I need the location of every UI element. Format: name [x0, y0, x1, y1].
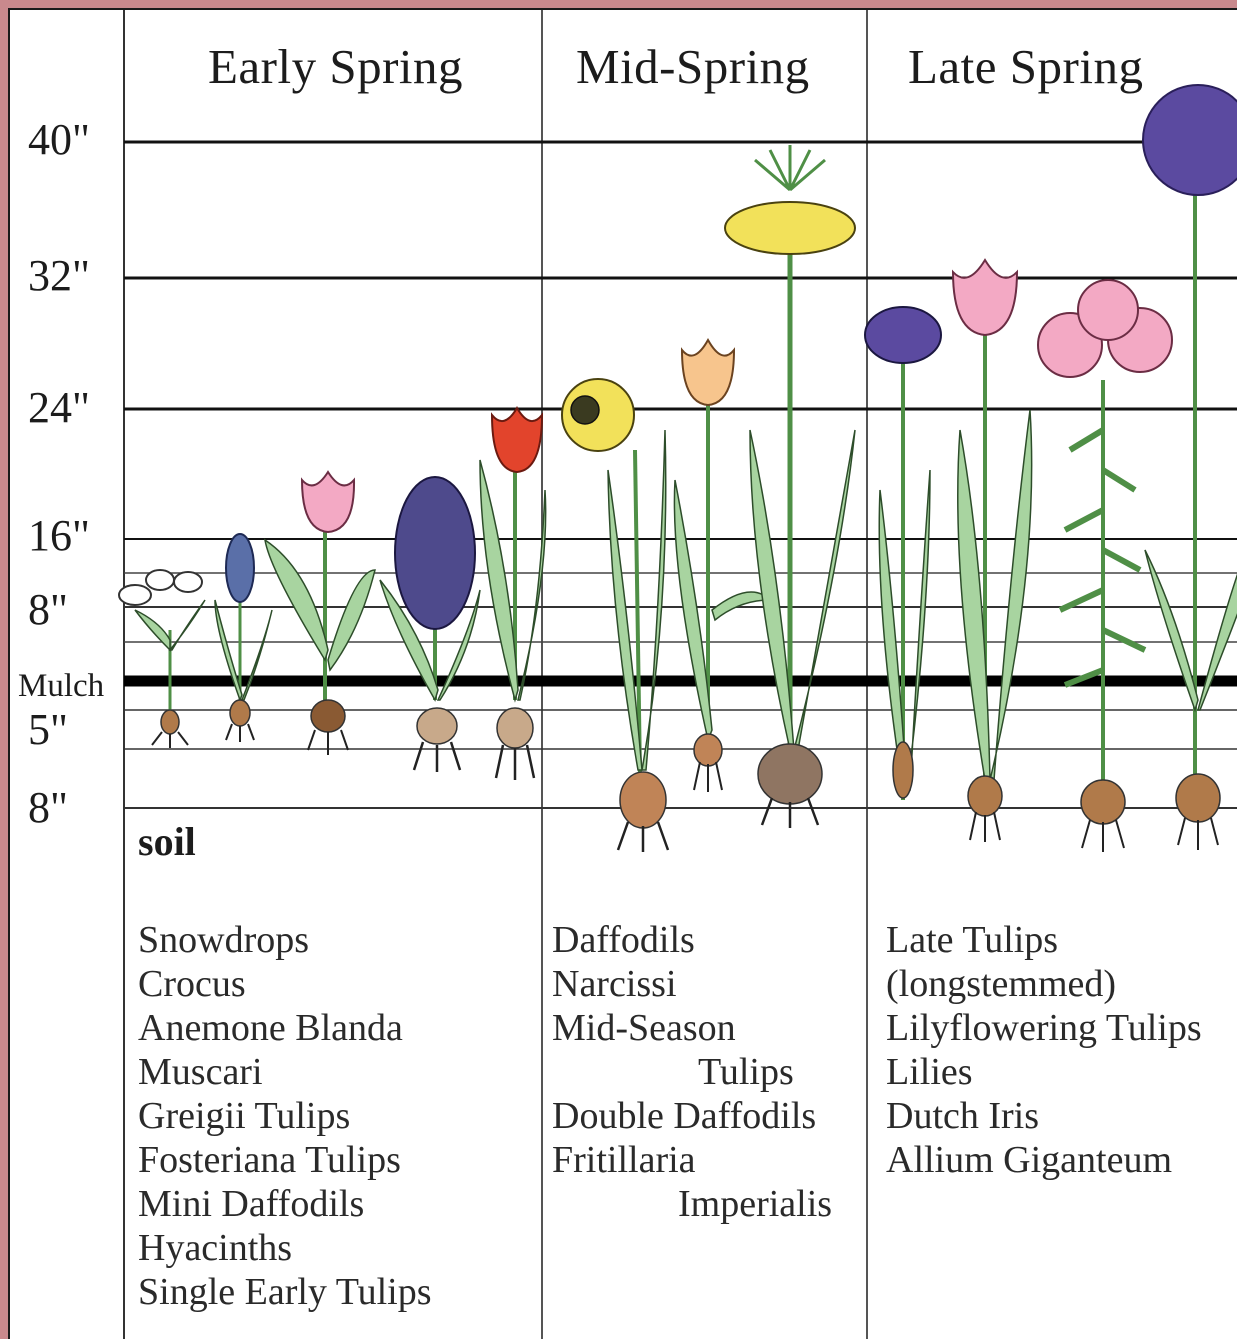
season-header-early: Early Spring	[208, 38, 463, 95]
list-item: Hyacinths	[138, 1226, 432, 1270]
list-item: Crocus	[138, 962, 432, 1006]
plant-dutch-iris	[865, 307, 941, 800]
height-label-24: 24"	[28, 382, 90, 433]
list-item: Imperialis	[552, 1182, 832, 1226]
depth-label-8: 8"	[28, 782, 68, 833]
list-item: Greigii Tulips	[138, 1094, 432, 1138]
season-header-late: Late Spring	[908, 38, 1143, 95]
plant-snowdrop	[119, 570, 205, 748]
list-item: Lilies	[886, 1050, 1202, 1094]
plant-red-tulip	[480, 408, 546, 780]
list-item: Snowdrops	[138, 918, 432, 962]
list-item: Late Tulips	[886, 918, 1202, 962]
late-spring-list: Late Tulips (longstemmed) Lilyflowering …	[886, 918, 1202, 1182]
plant-early-tulip-pink	[265, 472, 375, 755]
height-label-32: 32"	[28, 250, 90, 301]
list-item: Double Daffodils	[552, 1094, 832, 1138]
list-item: Mid-Season	[552, 1006, 832, 1050]
list-item: Daffodils	[552, 918, 832, 962]
height-label-8: 8"	[28, 584, 68, 635]
list-item: Lilyflowering Tulips	[886, 1006, 1202, 1050]
height-label-40: 40"	[28, 114, 90, 165]
depth-label-5: 5"	[28, 704, 68, 755]
plant-allium	[1143, 85, 1237, 850]
list-item: Anemone Blanda	[138, 1006, 432, 1050]
chart-panel: Early Spring Mid-Spring Late Spring 40" …	[8, 8, 1237, 1339]
list-item: Tulips	[552, 1050, 832, 1094]
list-item: Dutch Iris	[886, 1094, 1202, 1138]
list-item: Mini Daffodils	[138, 1182, 432, 1226]
list-item: (longstemmed)	[886, 962, 1202, 1006]
list-item: Fosteriana Tulips	[138, 1138, 432, 1182]
early-spring-list: Snowdrops Crocus Anemone Blanda Muscari …	[138, 918, 432, 1314]
plant-fritillaria	[725, 145, 855, 828]
soil-label: soil	[138, 818, 196, 865]
height-label-16: 16"	[28, 510, 90, 561]
list-item: Single Early Tulips	[138, 1270, 432, 1314]
season-header-mid: Mid-Spring	[576, 38, 810, 95]
list-item: Muscari	[138, 1050, 432, 1094]
plant-late-tulip	[953, 260, 1032, 842]
list-item: Narcissi	[552, 962, 832, 1006]
plant-muscari	[215, 534, 272, 742]
plant-daffodil	[562, 379, 668, 852]
mulch-label: Mulch	[18, 668, 104, 705]
plant-hyacinth	[380, 477, 480, 772]
list-item: Fritillaria	[552, 1138, 832, 1182]
mid-spring-list: Daffodils Narcissi Mid-Season Tulips Dou…	[552, 918, 832, 1226]
list-item: Allium Giganteum	[886, 1138, 1202, 1182]
